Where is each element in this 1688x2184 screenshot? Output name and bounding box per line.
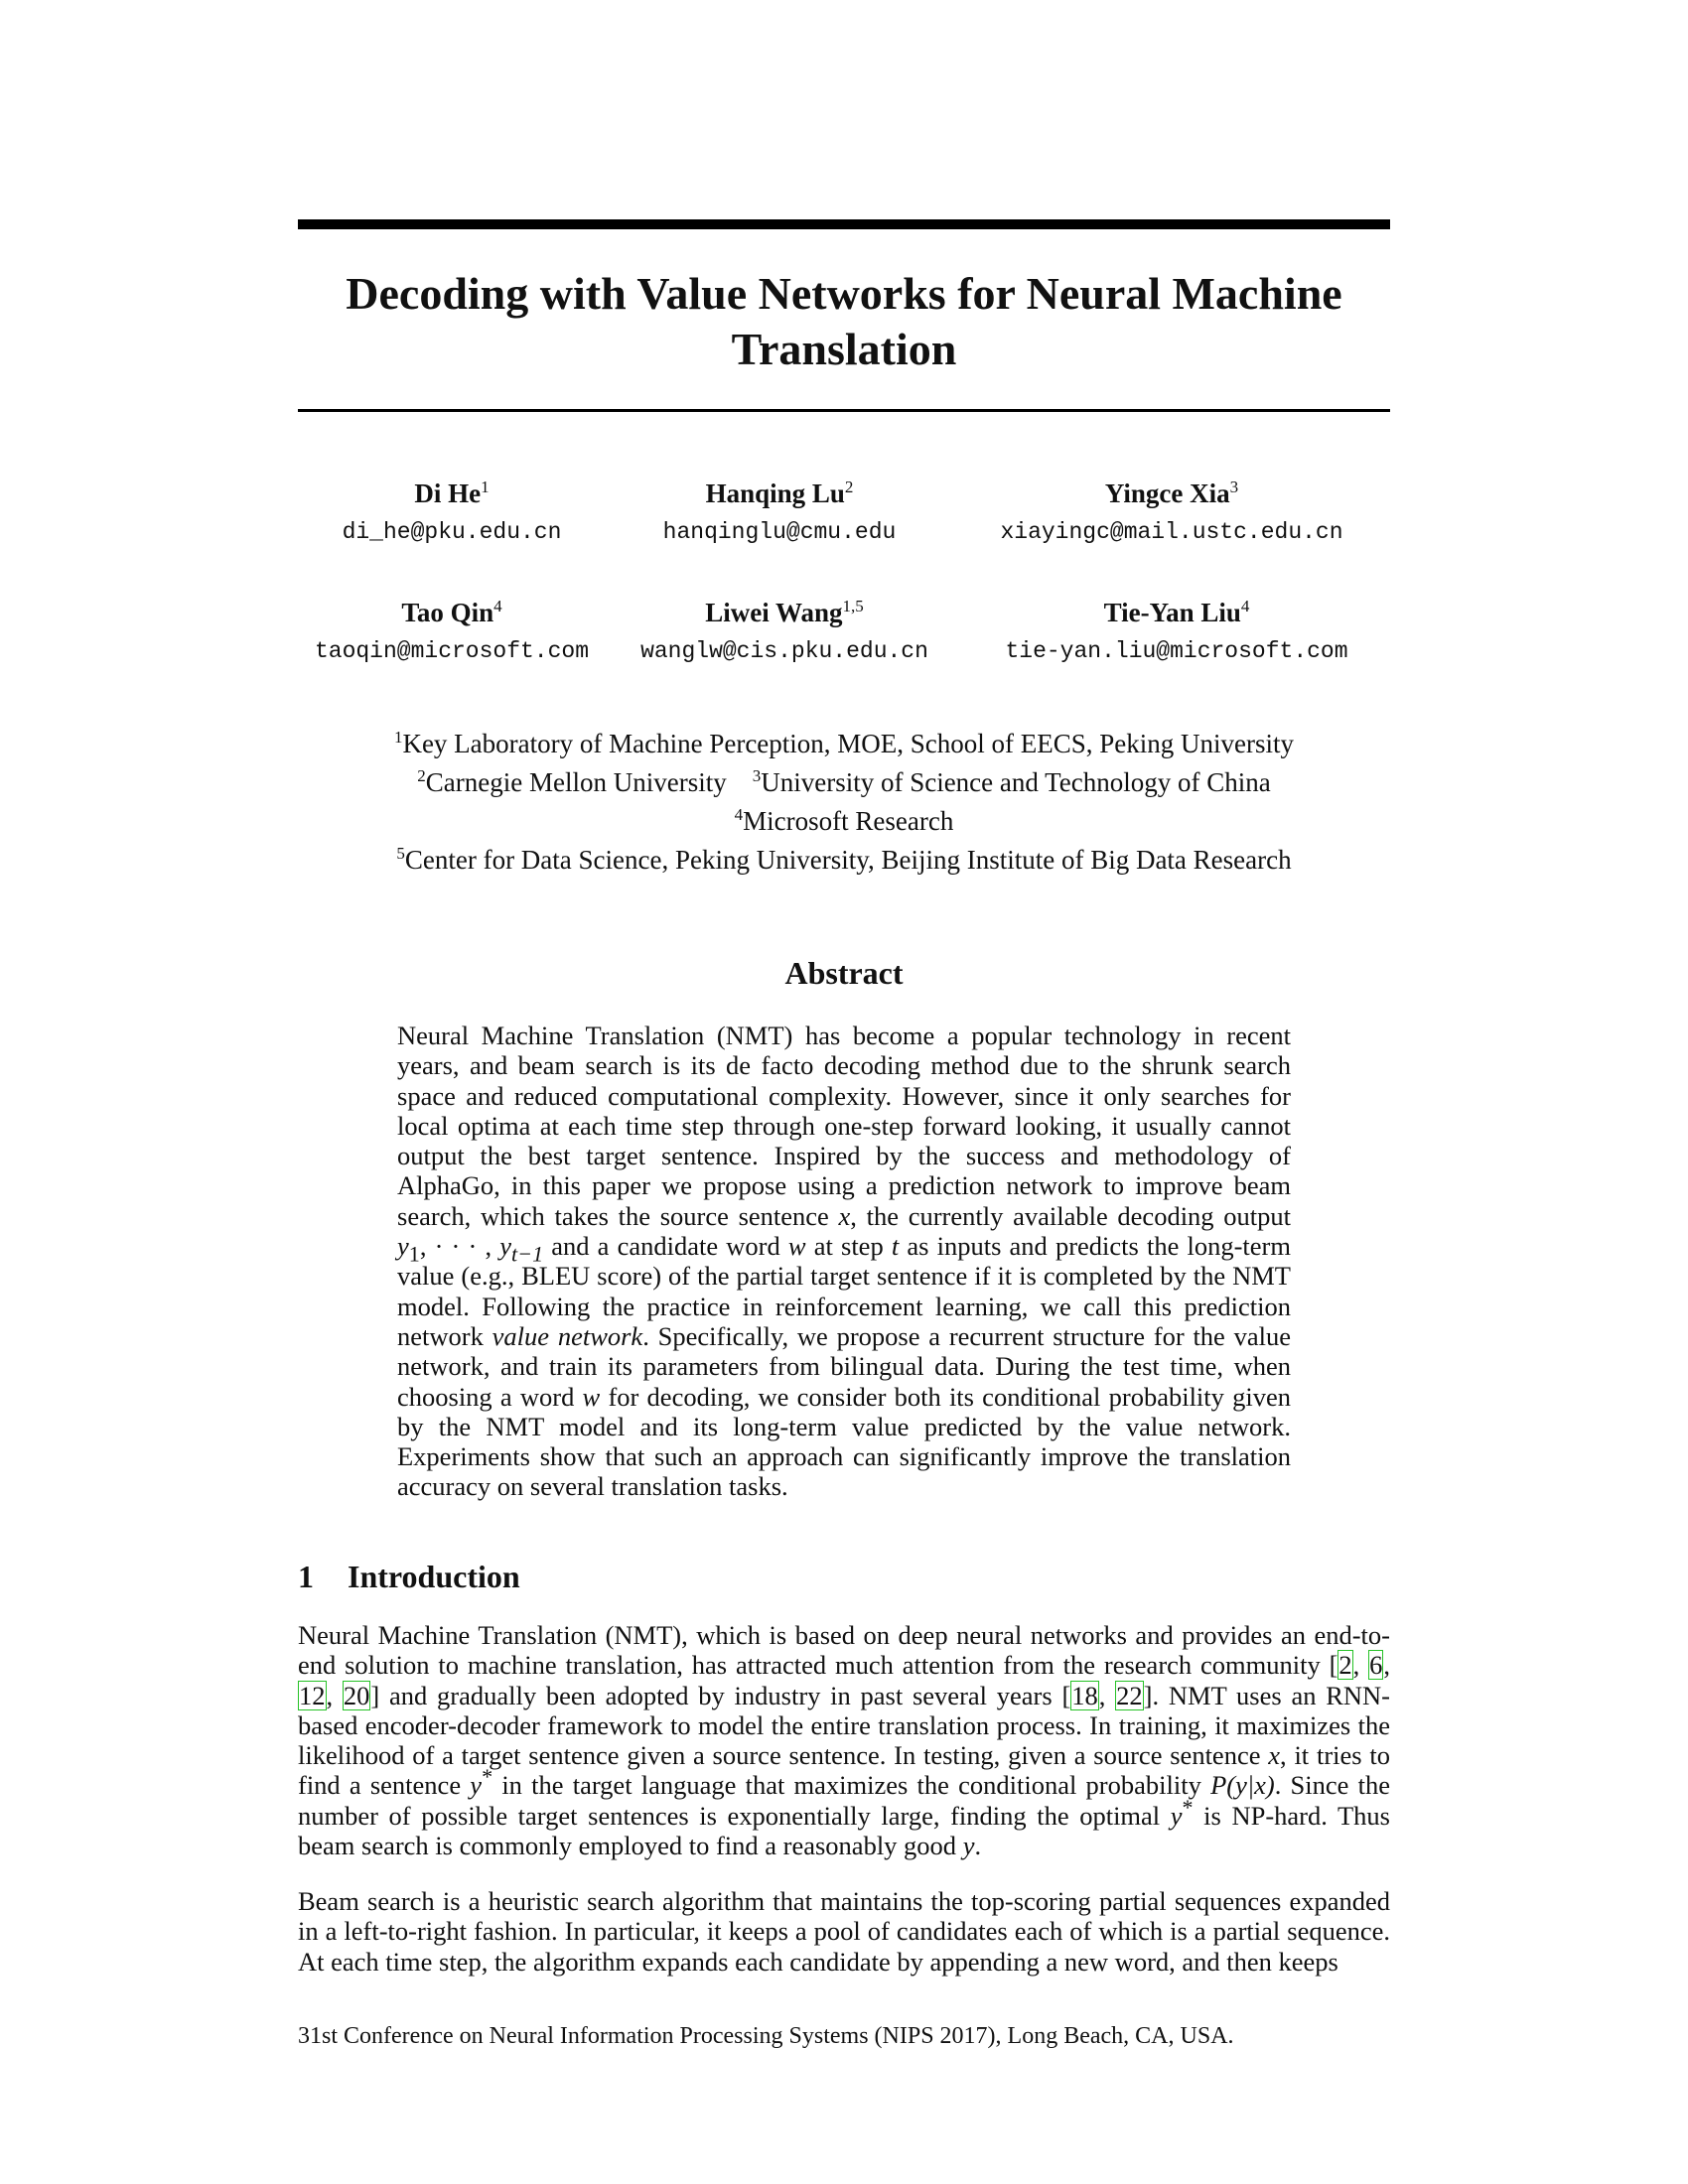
citation-link[interactable]: 18 — [1070, 1680, 1099, 1710]
title-top-rule — [298, 219, 1390, 229]
citation-link[interactable]: 12 — [298, 1680, 327, 1710]
author-email[interactable]: taoqin@microsoft.com — [314, 638, 590, 664]
author-block: Tie-Yan Liu4 tie-yan.liu@microsoft.com — [963, 596, 1390, 667]
affiliations: 1Key Laboratory of Machine Perception, M… — [298, 725, 1390, 880]
intro-paragraph-1: Neural Machine Translation (NMT), which … — [298, 1620, 1391, 1861]
affiliation-line: 4Microsoft Research — [734, 805, 954, 836]
affiliation-line: 1Key Laboratory of Machine Perception, M… — [393, 728, 1295, 758]
author-name: Di He1 — [414, 478, 490, 508]
author-email[interactable]: hanqinglu@cmu.edu — [662, 519, 897, 545]
abstract-heading: Abstract — [784, 955, 904, 991]
author-email[interactable]: di_he@pku.edu.cn — [342, 519, 562, 545]
author-block: Liwei Wang1,5 wanglw@cis.pku.edu.cn — [626, 596, 943, 667]
author-name: Liwei Wang1,5 — [705, 597, 864, 627]
conference-footnote: 31st Conference on Neural Information Pr… — [298, 2023, 1234, 2049]
author-block: Yingce Xia3 xiayingc@mail.ustc.edu.cn — [953, 477, 1390, 548]
intro-paragraph-2: Beam search is a heuristic search algori… — [298, 1886, 1390, 1977]
author-block: Di He1 di_he@pku.edu.cn — [298, 477, 606, 548]
author-name: Tao Qin4 — [401, 597, 502, 627]
author-block: Hanqing Lu2 hanqinglu@cmu.edu — [626, 477, 933, 548]
author-email[interactable]: tie-yan.liu@microsoft.com — [1005, 638, 1348, 664]
author-email[interactable]: xiayingc@mail.ustc.edu.cn — [1000, 519, 1343, 545]
author-name: Tie-Yan Liu4 — [1103, 597, 1250, 627]
paper-title: Decoding with Value Networks for Neural … — [346, 268, 1342, 374]
citation-link[interactable]: 20 — [342, 1680, 371, 1710]
author-name: Yingce Xia3 — [1104, 478, 1239, 508]
author-block: Tao Qin4 taoqin@microsoft.com — [298, 596, 606, 667]
affiliation-line: 5Center for Data Science, Peking Univers… — [396, 844, 1292, 875]
title-bottom-rule — [298, 409, 1390, 412]
author-email[interactable]: wanglw@cis.pku.edu.cn — [640, 638, 928, 664]
abstract-body: Neural Machine Translation (NMT) has bec… — [397, 1021, 1291, 1502]
citation-link[interactable]: 22 — [1115, 1680, 1144, 1710]
citation-link[interactable]: 6 — [1368, 1650, 1384, 1681]
citation-link[interactable]: 2 — [1337, 1650, 1353, 1681]
author-name: Hanqing Lu2 — [705, 478, 854, 508]
